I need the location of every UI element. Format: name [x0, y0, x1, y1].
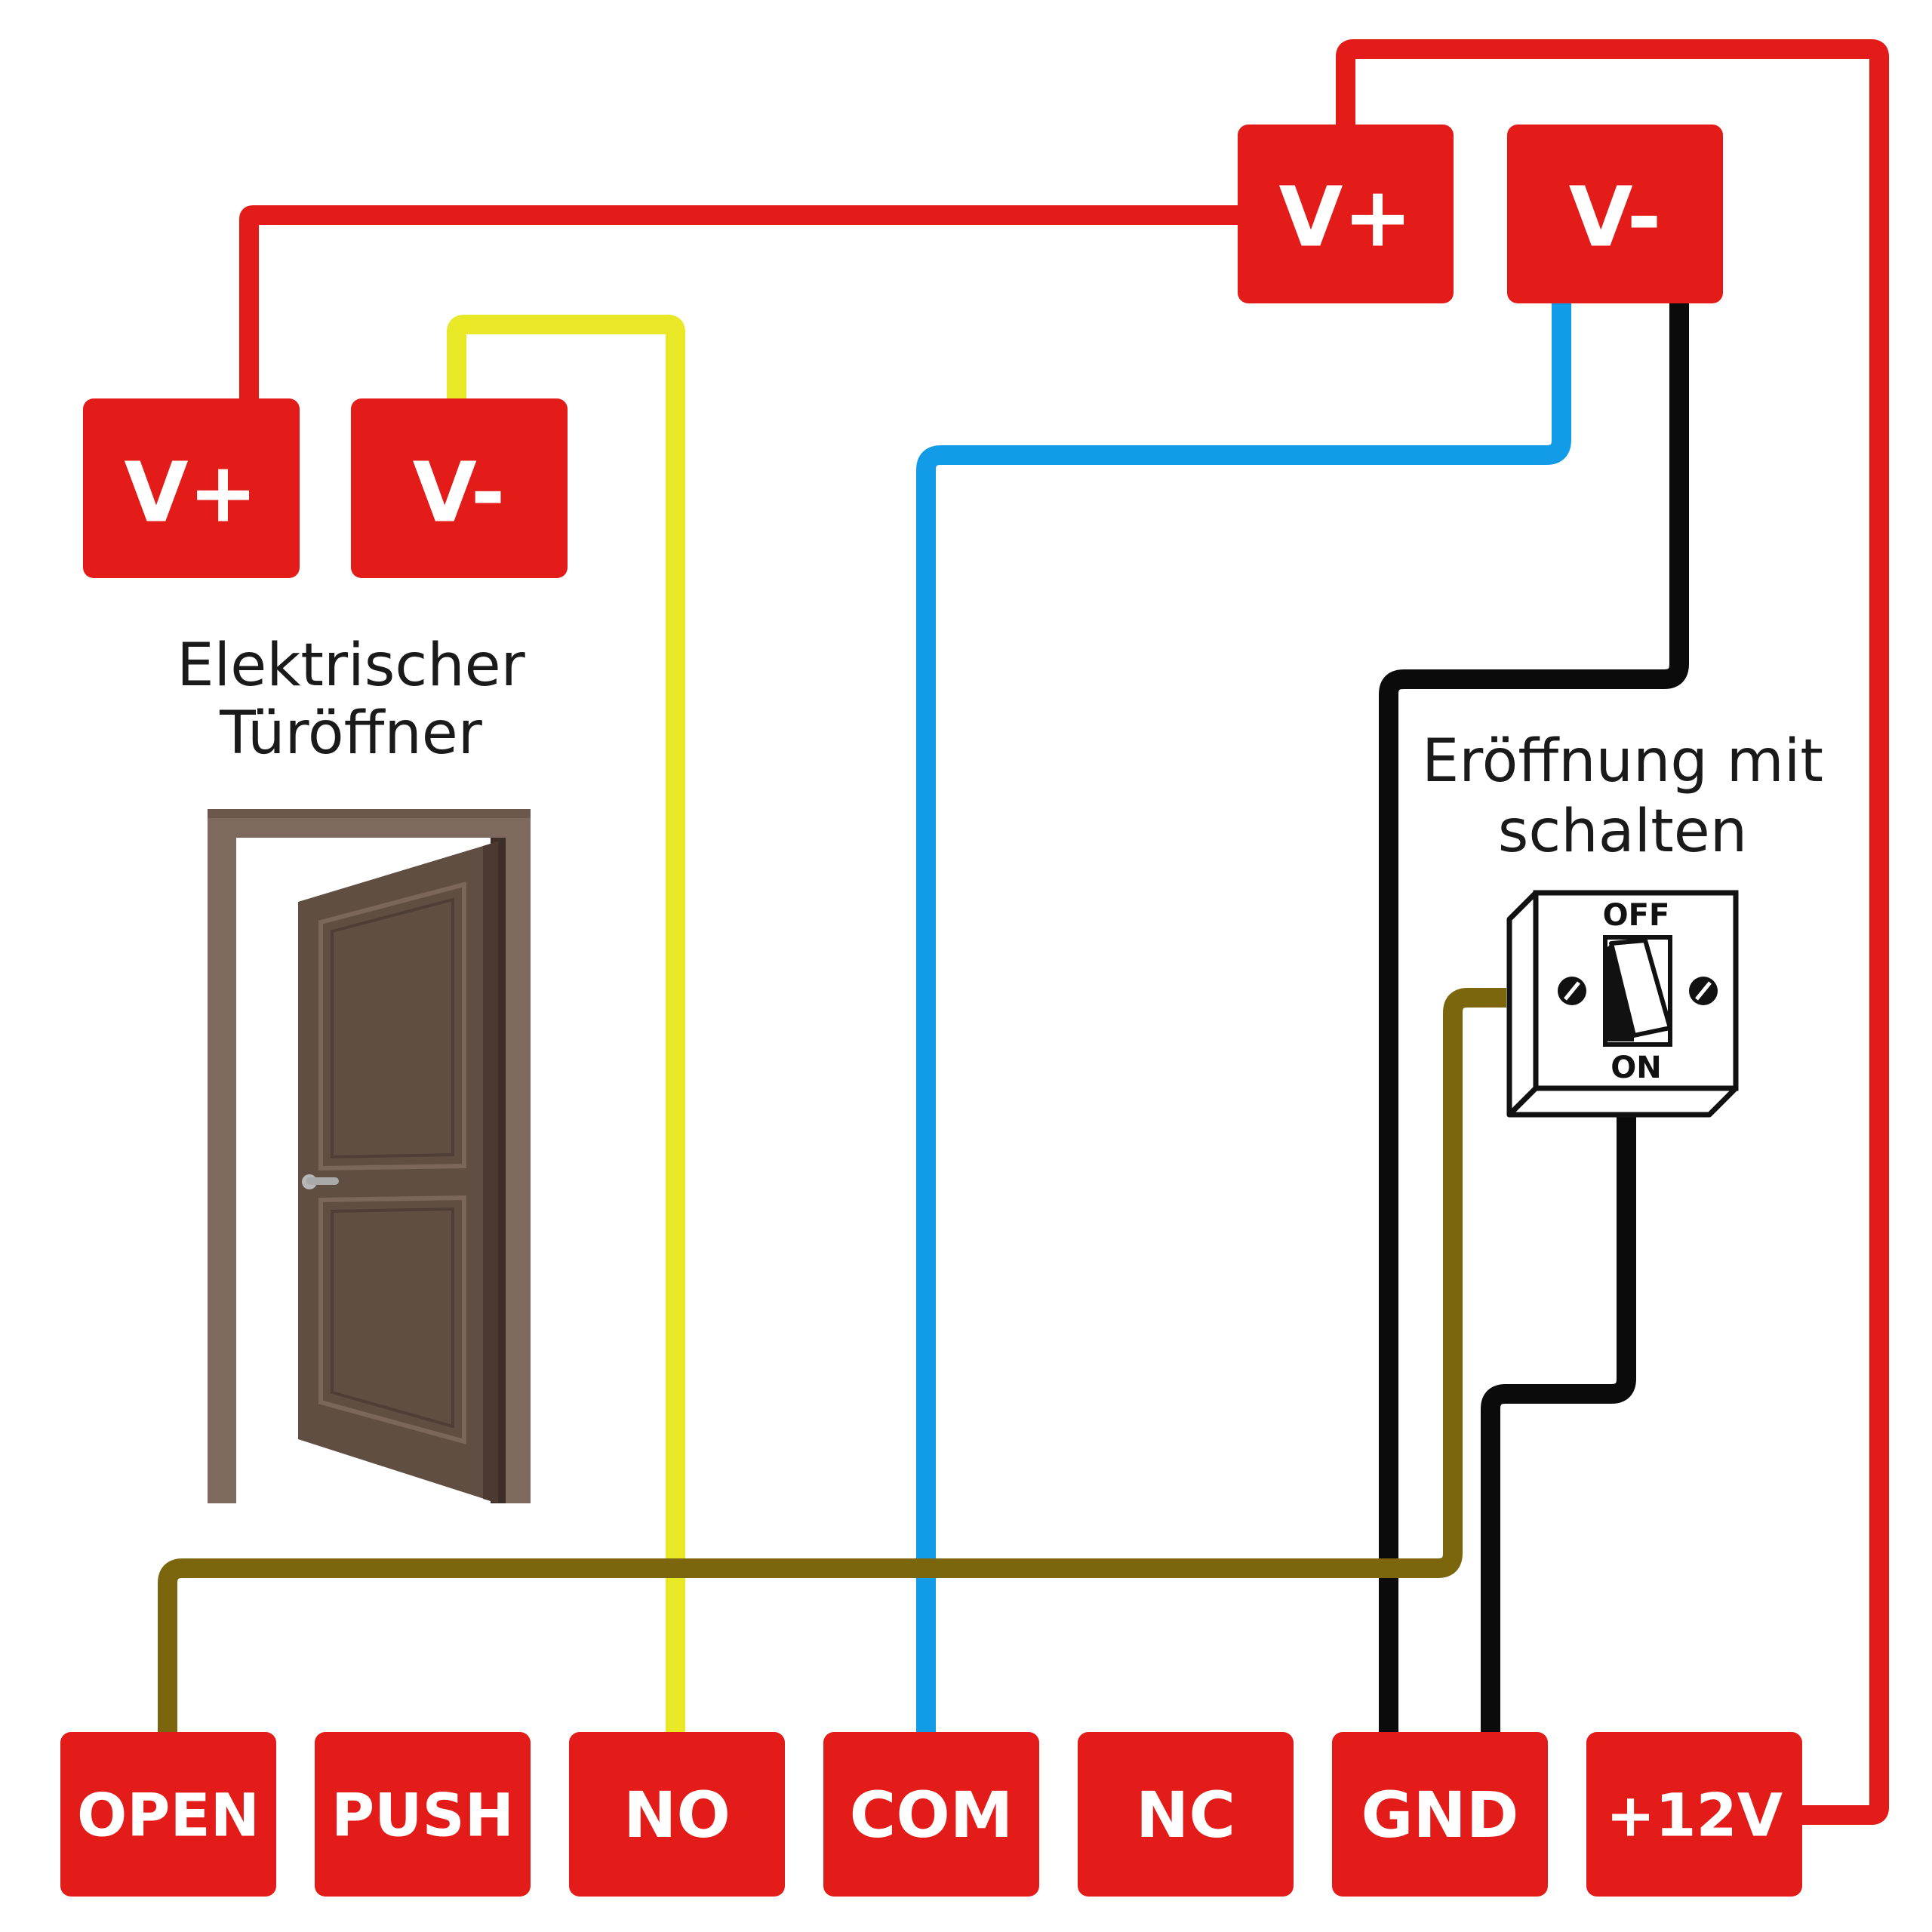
- power-supply-vplus-label: V+: [1278, 168, 1412, 265]
- wire-red-12v: [1336, 39, 1889, 1825]
- terminal-gnd-block: [1332, 1732, 1548, 1897]
- terminal-no-label: NO: [623, 1778, 731, 1852]
- power-supply-vplus-terminal: V+: [1238, 125, 1454, 303]
- terminal-push: PUSH: [315, 1732, 531, 1897]
- terminal-com-label: COM: [850, 1778, 1014, 1852]
- door-opener-title-line2: Türöffner: [219, 700, 483, 768]
- terminal-nc-block: [1078, 1732, 1294, 1897]
- switch-title-line2: schalten: [1498, 798, 1747, 866]
- terminal-gnd: GND: [1332, 1732, 1548, 1897]
- door-opener: V+ V- Elektrischer Türöffner: [83, 398, 568, 1503]
- terminal-com: COM: [823, 1732, 1039, 1897]
- wire-olive-open: [158, 988, 1506, 1737]
- wire-blue-com: [916, 298, 1571, 1737]
- terminal-open-block: [60, 1732, 276, 1897]
- wire-yellow-no: [447, 315, 685, 1737]
- rocker-switch-icon[interactable]: OFF ON: [1506, 890, 1739, 1118]
- terminal-push-label: PUSH: [331, 1782, 514, 1850]
- wire-black-gnd-1: [1379, 298, 1689, 1737]
- terminal-open-label: OPEN: [77, 1782, 260, 1850]
- terminal-nc: NC: [1078, 1732, 1294, 1897]
- screw-icon: [1558, 977, 1586, 1005]
- terminal-no-block: [569, 1732, 785, 1897]
- terminal-gnd-label: GND: [1361, 1778, 1519, 1852]
- terminal-no: NO: [569, 1732, 785, 1897]
- wire-black-gnd-2: [1481, 1115, 1636, 1737]
- wires: [158, 39, 1889, 1825]
- terminal-push-block: [315, 1732, 531, 1897]
- terminal-12v-label: +12V: [1606, 1782, 1783, 1850]
- lock-vplus-label: V+: [124, 444, 257, 540]
- lock-vminus-terminal: V-: [351, 398, 568, 578]
- switch-on-label: ON: [1611, 1051, 1661, 1085]
- controller-terminal-row: OPEN PUSH NO COM NC GND +12V: [60, 1732, 1802, 1897]
- lock-vminus-label: V-: [413, 444, 506, 540]
- power-supply-vminus-label: V-: [1569, 168, 1662, 265]
- terminal-com-block: [823, 1732, 1039, 1897]
- switch-off-label: OFF: [1603, 898, 1670, 933]
- power-supply: V+ V-: [1238, 125, 1723, 303]
- door-opener-title-line1: Elektrischer: [177, 632, 525, 700]
- terminal-12v-block: [1586, 1732, 1802, 1897]
- terminal-open: OPEN: [60, 1732, 276, 1897]
- terminal-nc-label: NC: [1136, 1778, 1235, 1852]
- open-door-icon: [208, 809, 531, 1503]
- terminal-12v: +12V: [1586, 1732, 1802, 1897]
- power-supply-vminus-terminal: V-: [1507, 125, 1723, 303]
- opening-switch: Eröffnung mit schalten OFF ON: [1422, 728, 1823, 1118]
- wire-red-lock-vplus: [239, 205, 1245, 404]
- screw-icon: [1689, 977, 1718, 1005]
- lock-vplus-terminal: V+: [83, 398, 300, 578]
- switch-title-line1: Eröffnung mit: [1422, 728, 1823, 795]
